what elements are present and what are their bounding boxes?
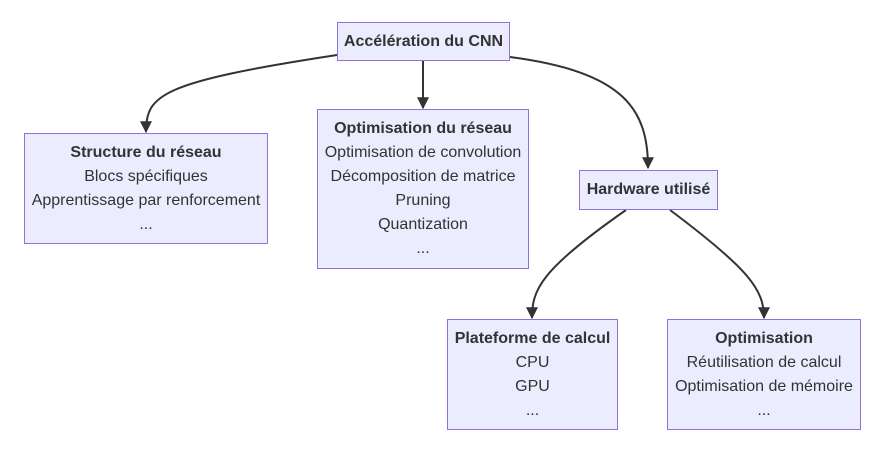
node-optimisation-hardware-title: Optimisation: [715, 329, 813, 347]
node-plateforme-calcul: Plateforme de calcul CPU GPU ...: [447, 319, 618, 430]
node-optimisation-reseau: Optimisation du réseau Optimisation de c…: [317, 109, 529, 269]
node-plateforme-calcul-title: Plateforme de calcul: [454, 329, 611, 347]
node-optimisation-reseau-line: ...: [416, 240, 430, 257]
edge-hardware-to-optimisation: [669, 209, 770, 320]
edge-root-to-structure: [140, 54, 338, 134]
node-acceleration-cnn-title: Accélération du CNN: [343, 32, 504, 50]
node-optimisation-reseau-line: Décomposition de matrice: [330, 168, 516, 185]
node-plateforme-calcul-line: GPU: [515, 377, 550, 395]
node-hardware-utilise-title: Hardware utilisé: [586, 181, 711, 198]
node-structure-reseau-line: Blocs spécifiques: [84, 167, 208, 185]
node-structure-reseau-line: Apprentissage par renforcement: [31, 191, 261, 209]
node-optimisation-hardware-line: ...: [757, 401, 771, 419]
edge-root-to-hardware: [509, 56, 654, 170]
node-structure-reseau-title: Structure du réseau: [70, 143, 222, 161]
node-optimisation-hardware-line: Optimisation de mémoire: [675, 377, 853, 395]
node-structure-reseau-line: ...: [139, 215, 153, 233]
node-hardware-utilise: Hardware utilisé: [579, 170, 718, 210]
node-structure-reseau: Structure du réseau Blocs spécifiques Ap…: [24, 133, 268, 244]
node-plateforme-calcul-line: ...: [525, 401, 540, 419]
node-acceleration-cnn: Accélération du CNN: [337, 22, 510, 61]
node-optimisation-reseau-line: Pruning: [395, 192, 451, 209]
node-optimisation-hardware-line: Réutilisation de calcul: [686, 353, 842, 371]
node-optimisation-hardware: Optimisation Réutilisation de calcul Opt…: [667, 319, 861, 430]
node-plateforme-calcul-line: CPU: [515, 353, 550, 371]
edge-hardware-to-plateforme: [526, 209, 627, 320]
node-optimisation-reseau-line: Optimisation de convolution: [324, 144, 522, 161]
node-optimisation-reseau-title: Optimisation du réseau: [334, 120, 512, 137]
node-optimisation-reseau-line: Quantization: [378, 216, 468, 233]
